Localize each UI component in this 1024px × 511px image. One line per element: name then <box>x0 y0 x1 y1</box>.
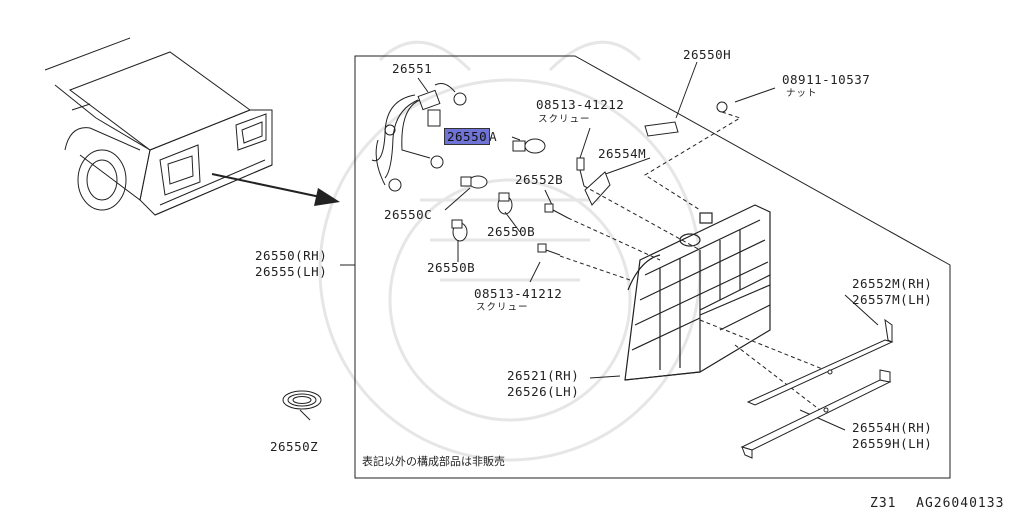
grommet-26550z <box>282 390 322 410</box>
label-26550-rh[interactable]: 26550(RH) <box>255 248 328 263</box>
label-08513-41212-top[interactable]: 08513-41212 <box>536 97 625 112</box>
catalog-model: Z31 <box>870 496 897 511</box>
catalog-reference: Z31 AG26040133 <box>870 492 1004 511</box>
label-26552m-rh[interactable]: 26552M(RH) <box>852 276 933 291</box>
label-26551[interactable]: 26551 <box>392 61 433 76</box>
fasteners <box>537 101 728 256</box>
label-26555-lh[interactable]: 26555(LH) <box>255 264 328 279</box>
label-08513-41212-bottom[interactable]: 08513-41212 <box>474 286 563 301</box>
label-26526-lh[interactable]: 26526(LH) <box>507 384 580 399</box>
trim-strips <box>740 318 894 459</box>
catalog-code: AG26040133 <box>916 496 1005 511</box>
label-26550a-highlight: 26550 <box>443 128 491 145</box>
bulbs <box>451 138 546 242</box>
label-26552b[interactable]: 26552B <box>515 172 564 187</box>
label-26557m-lh[interactable]: 26557M(LH) <box>852 292 933 307</box>
pointer-arrow <box>211 173 340 206</box>
label-26550b-2[interactable]: 26550B <box>427 260 476 275</box>
label-26550h[interactable]: 26550H <box>683 47 732 62</box>
car-rear-illustration <box>44 37 273 216</box>
label-screw-bottom: スクリュー <box>476 302 529 313</box>
leader-lines <box>299 61 879 431</box>
label-26550c[interactable]: 26550C <box>384 207 433 222</box>
parts-note: 表記以外の構成部品は非販売 <box>362 455 505 468</box>
wiring-harness <box>371 83 467 192</box>
label-26559h-lh[interactable]: 26559H(LH) <box>852 436 933 451</box>
label-26550a-suffix: A <box>489 129 498 144</box>
label-26521-rh[interactable]: 26521(RH) <box>507 368 580 383</box>
label-08911-10537[interactable]: 08911-10537 <box>782 72 871 87</box>
label-26550b-1[interactable]: 26550B <box>487 224 536 239</box>
tail-lamp-assembly <box>624 204 771 381</box>
label-screw-top: スクリュー <box>538 114 591 125</box>
label-26554h-rh[interactable]: 26554H(RH) <box>852 420 933 435</box>
label-26550z[interactable]: 26550Z <box>270 439 319 454</box>
label-26554m[interactable]: 26554M <box>598 146 647 161</box>
label-nut: ナット <box>786 88 818 99</box>
assembly-frame <box>354 55 951 479</box>
